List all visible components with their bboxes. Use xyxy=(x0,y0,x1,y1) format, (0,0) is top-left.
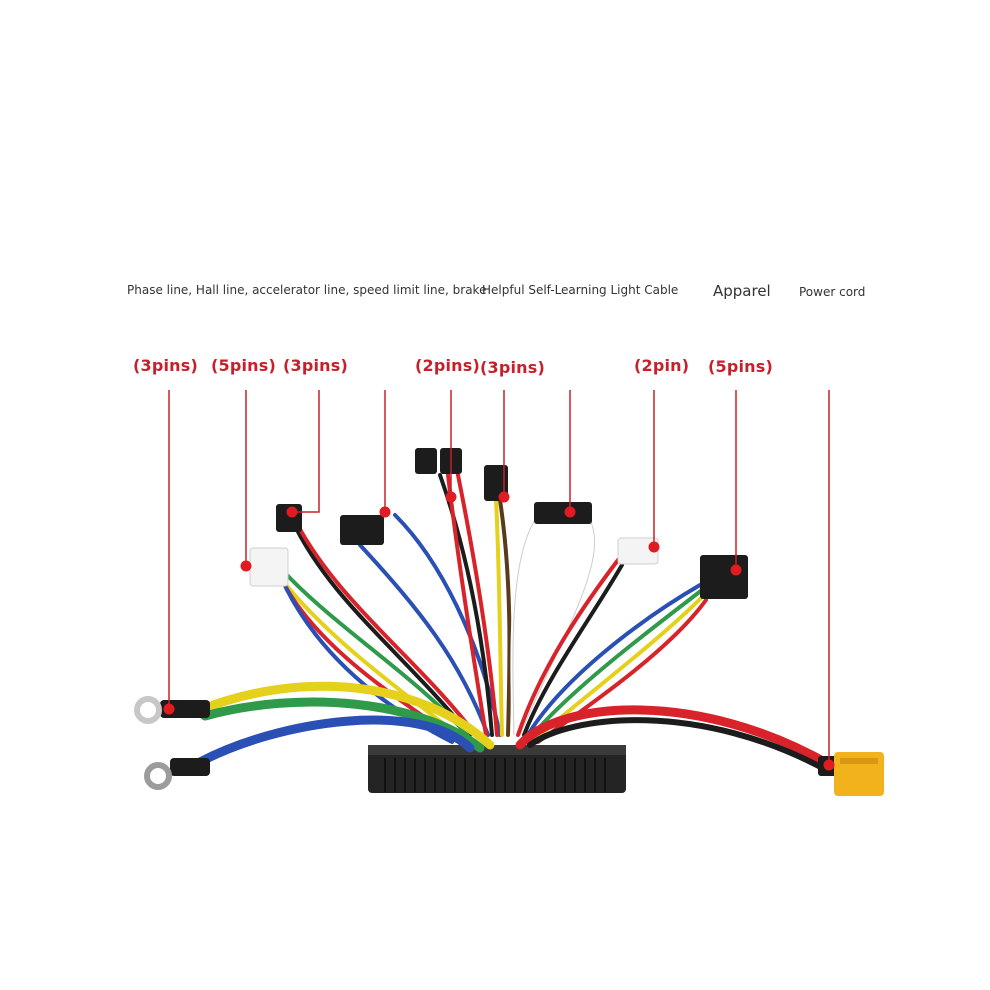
category-label-self-learning: Helpful Self-Learning Light Cable xyxy=(482,283,679,297)
category-label-apparel: Apparel xyxy=(713,282,771,300)
pin-label: (2pins) xyxy=(415,356,481,375)
pin-label: (2pin) xyxy=(634,356,690,375)
phase-wires xyxy=(195,681,835,775)
callout-dots xyxy=(163,491,835,771)
pin-label: (5pins) xyxy=(708,357,774,376)
ring-terminal-icon xyxy=(134,696,210,790)
xt60-connector-icon xyxy=(818,752,884,796)
pin-label: (5pins) xyxy=(211,356,277,375)
pin-label: (3pins) xyxy=(283,356,349,375)
category-label-power-cord: Power cord xyxy=(799,285,866,299)
controller-housing-icon xyxy=(368,745,626,793)
leader-lines xyxy=(168,390,830,765)
pin-label: (3pins) xyxy=(480,358,546,377)
pin-label: (3pins) xyxy=(133,356,199,375)
category-label-phase-hall: Phase line, Hall line, accelerator line,… xyxy=(127,283,487,297)
